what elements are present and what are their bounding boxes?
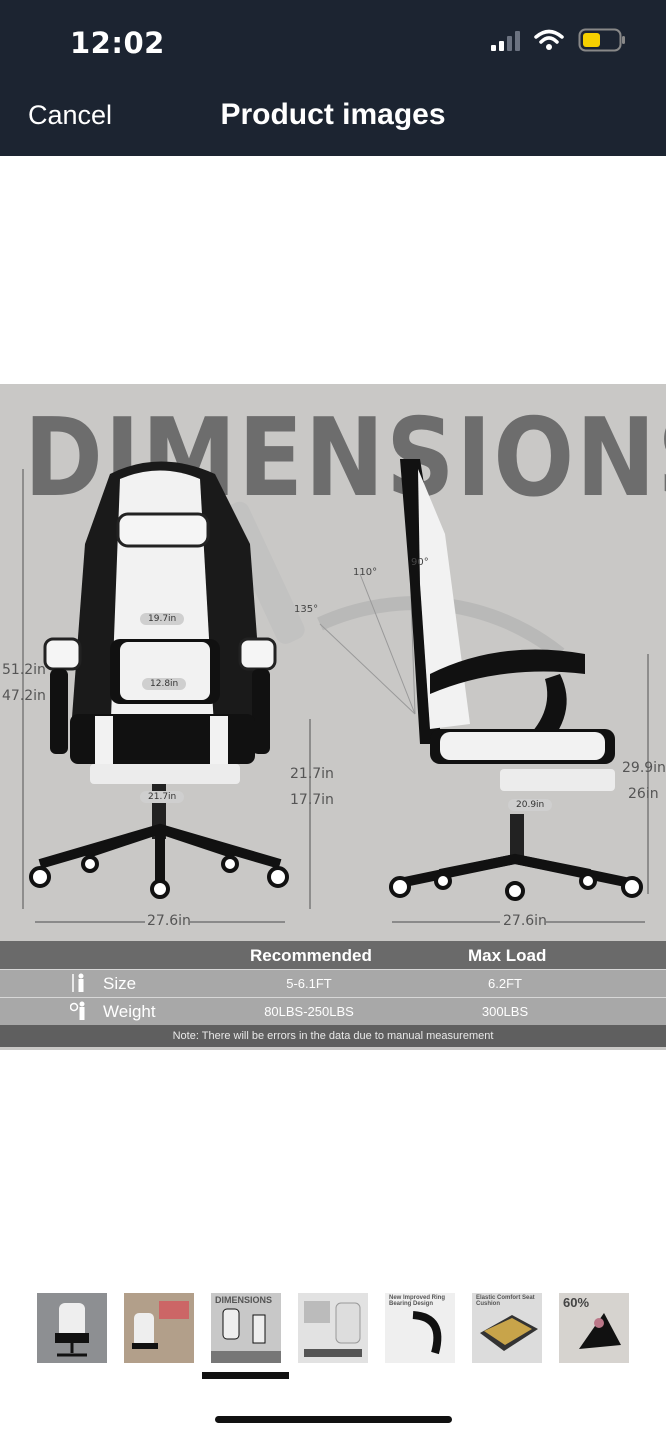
thumbnail-strip: DIMENSIONS New Improved Ring Bearing Des… [37,1293,629,1363]
base-width-side-label: 27.6in [503,913,547,929]
thumbnail-label: Elastic Comfort Seat Cushion [476,1295,535,1307]
height-min-label: 47.2in [2,688,46,704]
page-title: Product images [220,98,446,131]
person-height-icon [72,973,84,992]
person-weight-icon [70,1001,85,1020]
battery-icon [578,28,625,52]
seat-height-max-label: 21.7in [290,766,334,782]
column-header: Max Load [468,946,547,965]
room-thumbnail-icon [132,1301,189,1349]
armrest-height-min-label: 26in [628,786,659,802]
thumbnail-label: 60% [563,1295,590,1310]
cellular-signal-icon [491,29,520,51]
thumbnail-3[interactable]: DIMENSIONS [211,1293,281,1363]
row-label: Weight [103,1002,156,1021]
lumbar-width-label: 12.8in [142,678,187,690]
table-row: Size 5-6.1FT 6.2FT [0,969,666,997]
angle-label: 135° [294,604,319,615]
front-chair [29,461,289,899]
capacity-table: Recommended Max Load Size 5-6.1FT 6.2FT … [0,941,666,1047]
thumbnail-5[interactable]: New Improved Ring Bearing Design [385,1293,455,1363]
status-time: 12:02 [70,26,165,60]
thumbnail-7[interactable]: 60% [559,1293,629,1363]
wifi-icon [534,29,564,50]
column-header: Recommended [250,946,372,965]
chair-illustration [22,459,649,923]
thumbnail-6[interactable]: Elastic Comfort Seat Cushion [472,1293,542,1363]
recommended-value: 5-6.1FT [286,976,332,991]
seat-height-min-label: 17.7in [290,792,334,808]
thumbnail-label: DIMENSIONS [215,1295,273,1305]
features-thumbnail-icon [304,1301,362,1357]
recline-thumbnail-icon [579,1313,621,1349]
product-image[interactable]: DIMENSIONS [0,384,666,1050]
thumbnail-2[interactable] [124,1293,194,1363]
table-row: Weight 80LBS-250LBS 300LBS [0,997,666,1025]
max-value: 300LBS [481,1004,529,1019]
seat-width-label: 21.7in [140,791,185,803]
bearing-thumbnail-icon [412,1311,442,1355]
thumbnail-label: New Improved Ring Bearing Design [389,1295,446,1307]
cancel-button[interactable]: Cancel [28,100,113,130]
top-bar: 12:02 Cancel Product images [0,0,666,156]
selected-thumbnail-indicator [202,1372,289,1379]
back-width-label: 19.7in [140,613,185,625]
angle-label: 110° [353,567,378,578]
angle-label: 90° [411,557,429,568]
table-header: Recommended Max Load [0,941,666,969]
base-width-front-label: 27.6in [147,913,191,929]
cushion-thumbnail-icon [480,1315,538,1351]
status-icons [491,28,626,52]
height-max-label: 51.2in [2,662,46,678]
chair-thumbnail-icon [55,1303,89,1357]
dimensions-thumbnail-icon [211,1308,281,1363]
seat-depth-label: 20.9in [508,799,553,811]
armrest-height-max-label: 29.9in [622,760,666,776]
side-chair [389,459,643,901]
thumbnail-1[interactable] [37,1293,107,1363]
row-label: Size [103,974,137,993]
home-indicator[interactable] [215,1416,452,1423]
thumbnail-4[interactable] [298,1293,368,1363]
max-value: 6.2FT [488,976,522,991]
measurement-note: Note: There will be errors in the data d… [0,1025,666,1047]
recommended-value: 80LBS-250LBS [264,1004,354,1019]
